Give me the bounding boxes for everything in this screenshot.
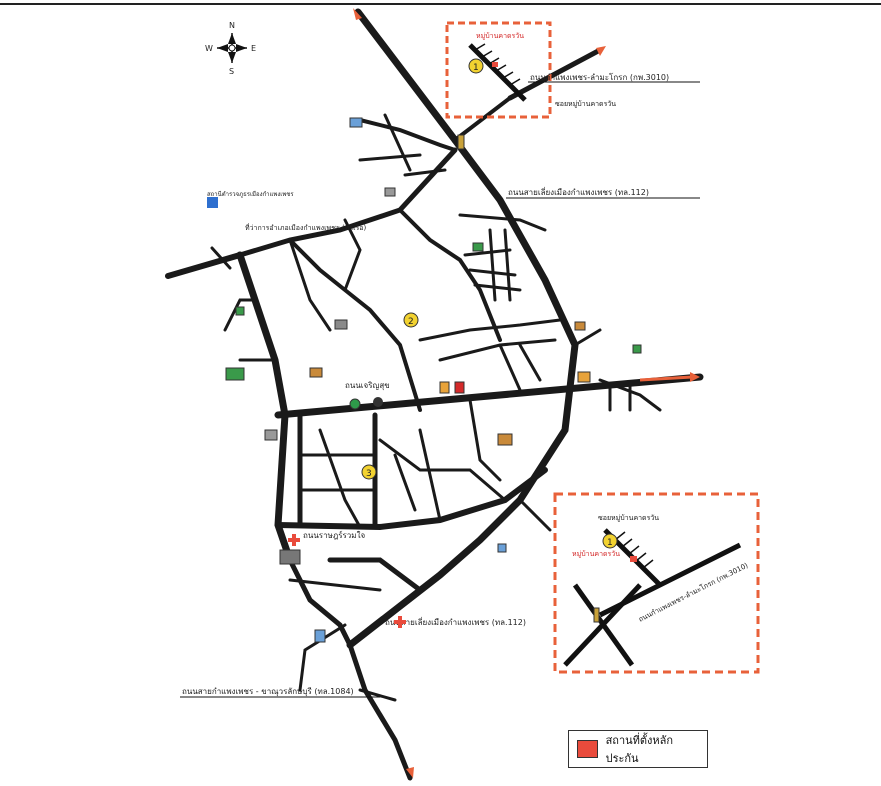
marker-3-icon xyxy=(361,464,377,480)
parking-icon xyxy=(207,197,218,208)
district-office-label: ที่ว่าการอำเภอเมืองกำแพงเพชร (ท่าเรือ) xyxy=(245,223,366,232)
inset-top-content: 1 หมู่บ้านคาดรวัน xyxy=(468,32,527,102)
hospital-icon xyxy=(288,534,300,546)
legend-swatch xyxy=(577,740,598,758)
traffic-light-icon xyxy=(593,607,600,623)
arrow-ne-icon xyxy=(596,46,606,56)
inset-box-top xyxy=(445,21,552,119)
road-label-bypass-top: ถนนสายเลี่ยงเมืองกำแพงเพชร (ทล.112) xyxy=(508,186,649,197)
marker-2-icon xyxy=(403,312,419,328)
legend-label: สถานที่ตั้งหลักประกัน xyxy=(605,734,674,765)
marker-inset-label: 1 xyxy=(607,538,613,548)
road-arrows xyxy=(353,8,700,778)
station-police-label: สถานีตำรวจภูธรเมืองกำแพงเพชร xyxy=(207,190,294,198)
arrow-north-icon xyxy=(353,8,362,20)
compass-e: E xyxy=(251,44,256,53)
road-network xyxy=(165,8,704,781)
compass-n: N xyxy=(229,21,235,30)
inset-soi-label: ซอยหมู่บ้านคาดรวัน xyxy=(598,514,659,522)
road-label-bypass-bottom: ถนนสายเลี่ยงเมืองกำแพงเพชร (ทล.112) xyxy=(385,616,526,627)
marker-2-label: 2 xyxy=(408,317,414,327)
landmark-icons xyxy=(225,117,642,643)
inset-bottom-content: 1 หมู่บ้านคาดรวัน ซอยหมู่บ้านคาดรวัน ถนน… xyxy=(563,514,750,667)
compass-s: S xyxy=(229,67,234,76)
village-inset-label: หมู่บ้านคาดรวัน xyxy=(572,550,620,558)
road-label-kamphaeng-lam: ถนนกำแพงเพชร-ลำมะโกรก (กพ.3010) xyxy=(530,72,669,82)
marker-1-icon xyxy=(468,58,484,74)
road-label-khanu: ถนนสายกำแพงเพชร - ขาณุวรลักษบุรี (ทล.108… xyxy=(182,687,354,696)
soi-label-top: ซอยหมู่บ้านคาดรวัน xyxy=(555,100,616,108)
marker-3-label: 3 xyxy=(366,469,372,479)
arrow-south-icon xyxy=(406,767,414,778)
compass-w: W xyxy=(205,44,213,53)
marker-1-label: 1 xyxy=(473,63,479,73)
road-label-charoen-suk: ถนนเจริญสุข xyxy=(345,381,390,390)
compass-rose-icon: N S E W xyxy=(205,21,256,76)
inset-box-bottom xyxy=(553,492,760,674)
arrow-east-icon xyxy=(690,372,700,382)
hospital-icon-2 xyxy=(394,616,406,628)
legend: สถานที่ตั้งหลักประกัน xyxy=(568,730,708,768)
road-label-ratchadamri: ถนนราษฎร์รวมใจ xyxy=(303,530,365,540)
marker-inset-icon xyxy=(602,533,618,549)
village-top-label: หมู่บ้านคาดรวัน xyxy=(476,32,524,40)
